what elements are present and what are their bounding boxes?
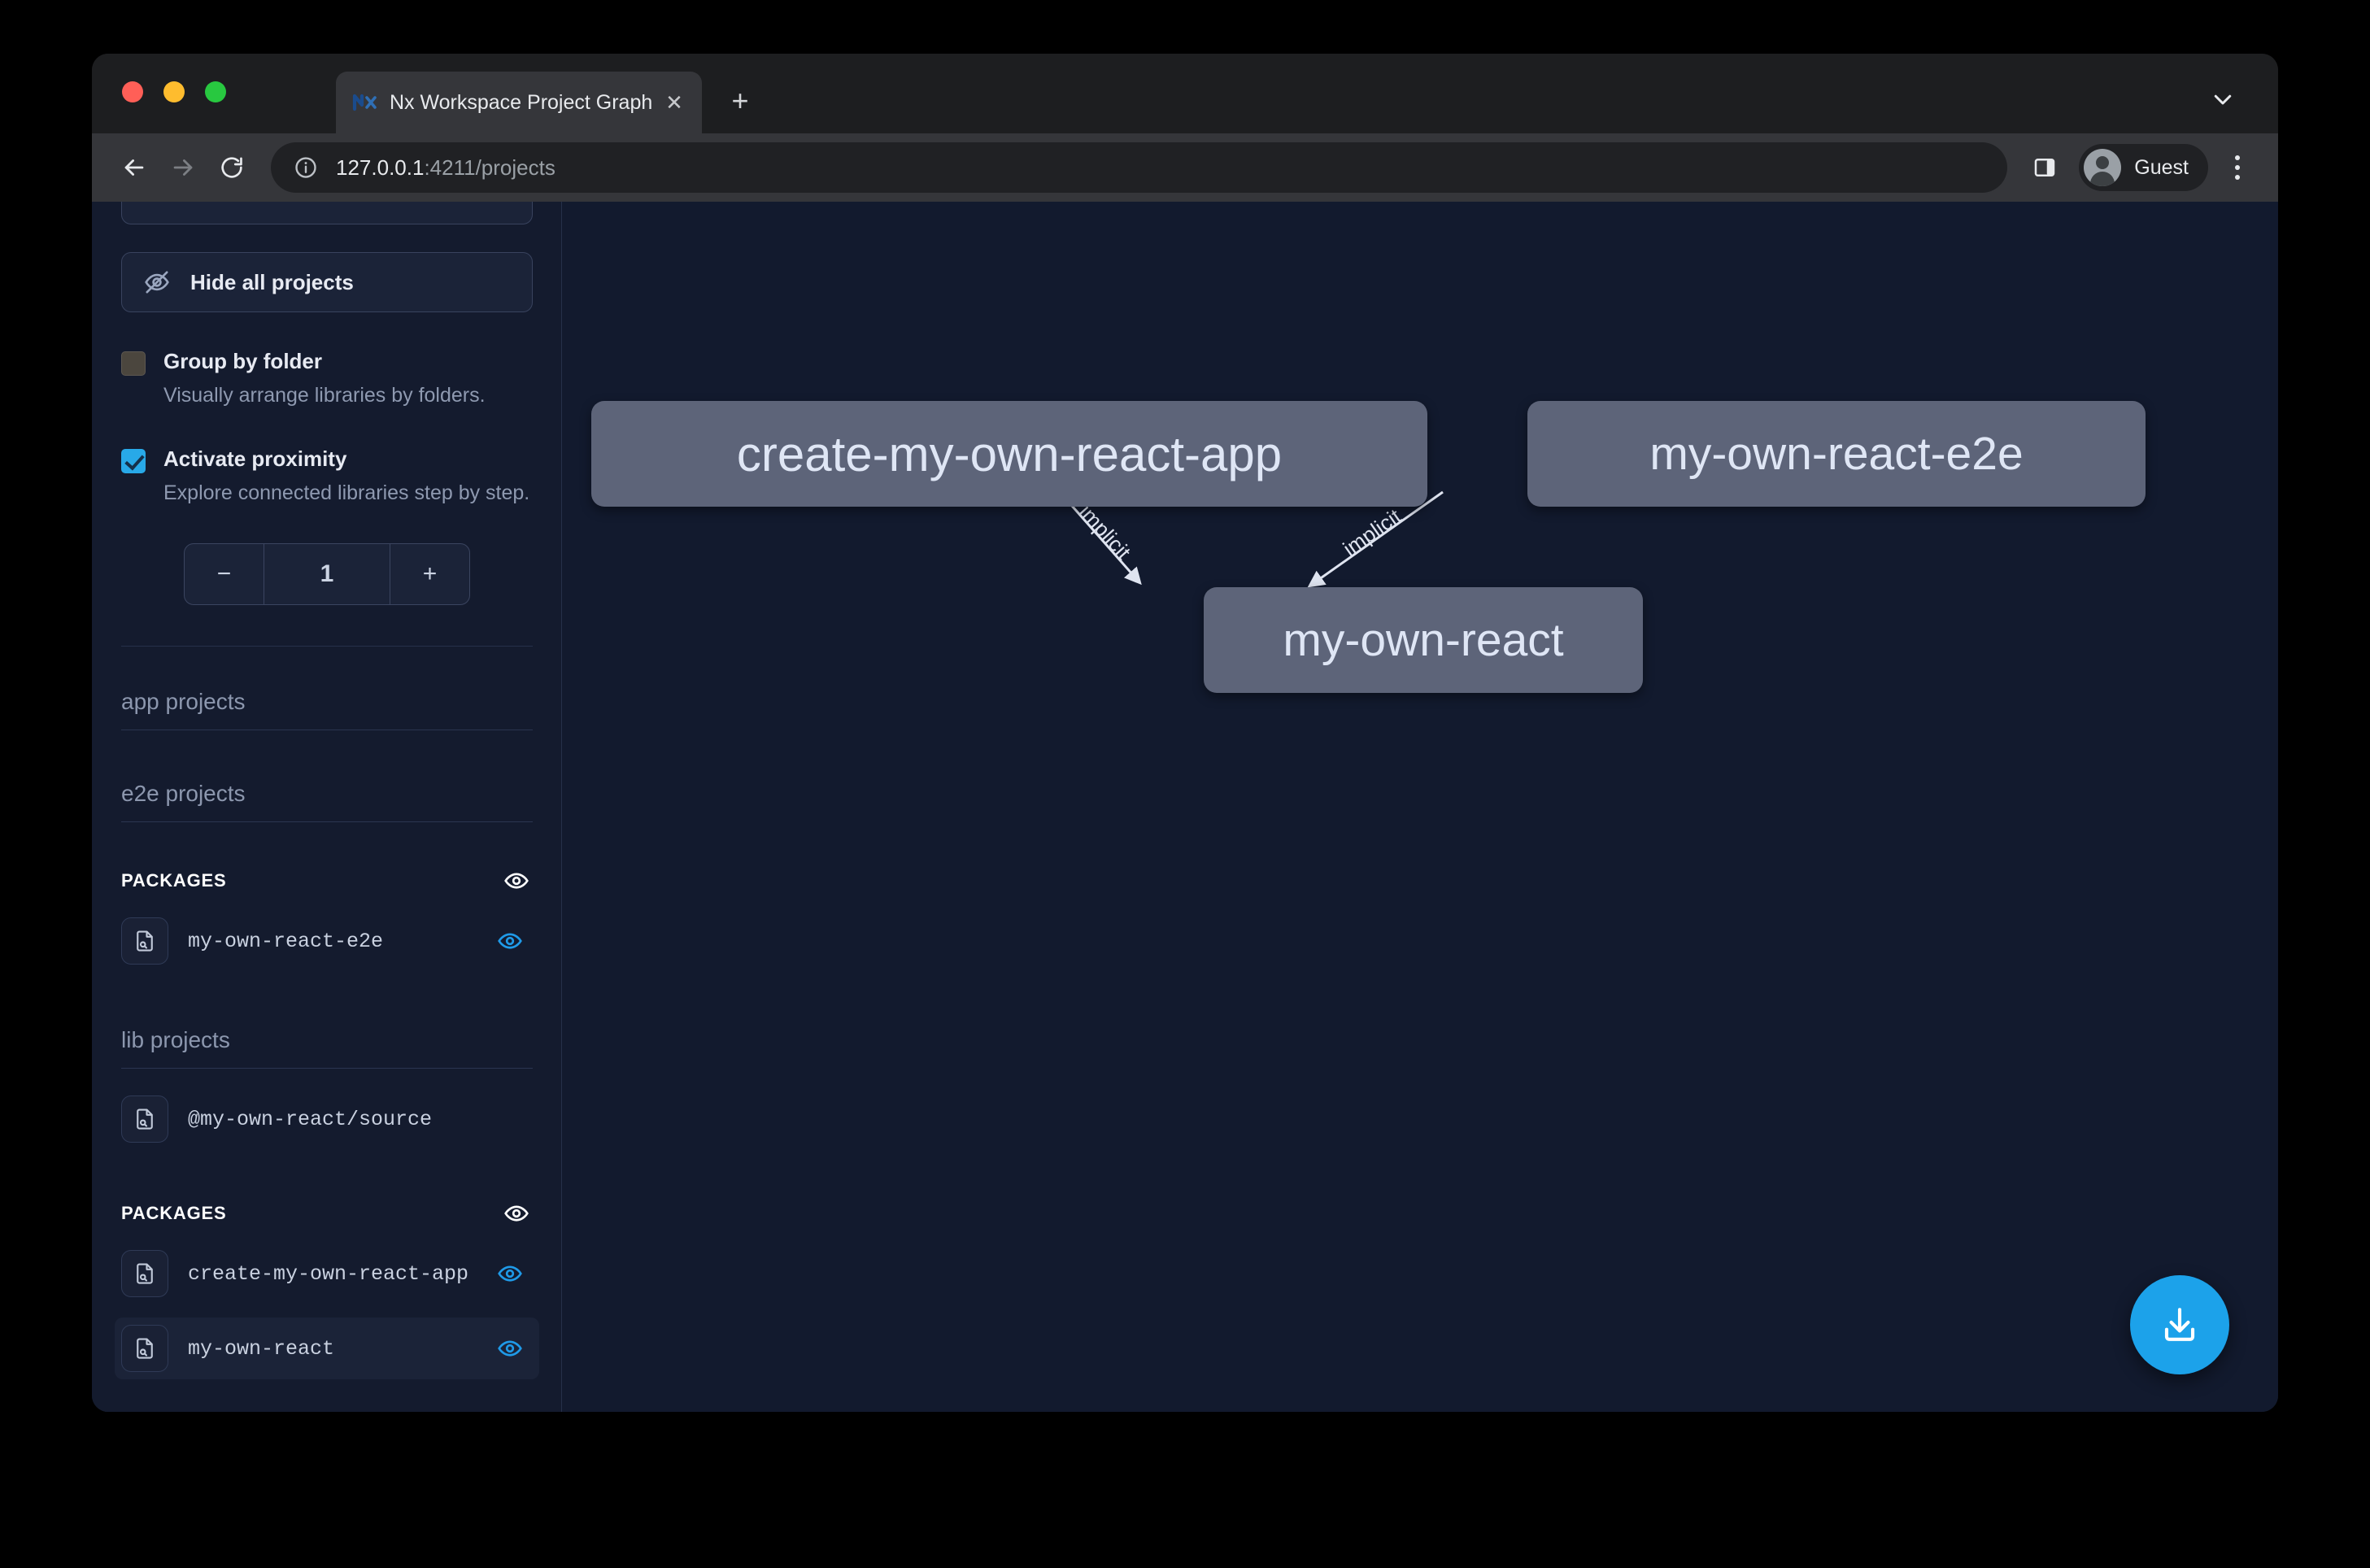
project-file-icon: [121, 1325, 168, 1372]
project-name: @my-own-react/source: [188, 1107, 433, 1131]
project-name: my-own-react: [188, 1336, 335, 1361]
hide-all-projects-label: Hide all projects: [190, 269, 354, 294]
tab-title: Nx Workspace Project Graph: [390, 90, 653, 114]
graph-edge: [1307, 490, 1444, 588]
graph-edge-label: implicit: [1074, 499, 1136, 564]
graph-edge-label: implicit: [1339, 503, 1406, 561]
profile-name: Guest: [2134, 155, 2189, 179]
group-by-folder-checkbox[interactable]: [121, 351, 146, 376]
stepper-decrement-button[interactable]: −: [185, 544, 264, 604]
toggle-project-visibility-icon[interactable]: [494, 1332, 526, 1365]
graph-node-label: my-own-react-e2e: [1649, 428, 2024, 480]
group-header-app-projects: app projects: [121, 689, 533, 730]
page-content: Hide all projects Group by folder Visual…: [92, 202, 2278, 1412]
address-bar[interactable]: 127.0.0.1:4211/projects: [271, 142, 2008, 193]
graph-node-label: my-own-react: [1283, 614, 1564, 666]
activate-proximity-description: Explore connected libraries step by step…: [163, 481, 530, 504]
close-tab-button[interactable]: ✕: [665, 89, 683, 115]
group-by-folder-description: Visually arrange libraries by folders.: [163, 383, 486, 407]
side-panel-icon[interactable]: [2027, 150, 2063, 185]
project-name: create-my-own-react-app: [188, 1261, 469, 1286]
tab-strip: Nx Workspace Project Graph ✕ +: [92, 54, 2278, 133]
traffic-lights: [122, 81, 226, 102]
graph-edge: [1058, 491, 1142, 586]
three-dot-menu-icon[interactable]: [2221, 146, 2254, 189]
nx-logo-icon: [352, 89, 378, 115]
close-window-button[interactable]: [122, 81, 143, 102]
group-by-folder-label: Group by folder: [163, 349, 322, 373]
project-file-icon: [121, 917, 168, 965]
graph-edges: implicit implicit: [1058, 490, 1444, 588]
project-row[interactable]: create-my-own-react-app: [115, 1243, 539, 1304]
graph-node-create-my-own-react-app[interactable]: create-my-own-react-app: [591, 401, 1427, 507]
project-file-icon: [121, 1250, 168, 1297]
sidebar-divider: [121, 646, 533, 647]
download-icon[interactable]: [2130, 1275, 2229, 1374]
minimize-window-button[interactable]: [163, 81, 185, 102]
option-activate-proximity[interactable]: Activate proximity Explore connected lib…: [121, 446, 533, 507]
browser-window: Nx Workspace Project Graph ✕ +: [92, 54, 2278, 1412]
profile-button[interactable]: Guest: [2079, 144, 2208, 191]
maximize-window-button[interactable]: [205, 81, 226, 102]
forward-arrow-icon[interactable]: [159, 143, 207, 192]
toggle-packages-visibility-icon[interactable]: [500, 865, 533, 897]
hide-all-projects-button[interactable]: Hide all projects: [121, 252, 533, 312]
back-arrow-icon[interactable]: [110, 143, 159, 192]
new-tab-button[interactable]: +: [731, 84, 749, 117]
browser-toolbar: 127.0.0.1:4211/projects Guest: [92, 133, 2278, 202]
project-name: my-own-react-e2e: [188, 929, 384, 953]
show-all-projects-button-clipped[interactable]: [121, 202, 533, 224]
stepper-increment-button[interactable]: +: [390, 544, 469, 604]
activate-proximity-label: Activate proximity: [163, 446, 347, 471]
stepper-value: 1: [320, 560, 334, 587]
graph-node-my-own-react-e2e[interactable]: my-own-react-e2e: [1527, 401, 2146, 507]
packages-header-e2e: PACKAGES: [121, 865, 533, 897]
activate-proximity-checkbox[interactable]: [121, 449, 146, 473]
sidebar: Hide all projects Group by folder Visual…: [92, 202, 562, 1412]
packages-header-lib: PACKAGES: [121, 1197, 533, 1230]
packages-label: PACKAGES: [121, 1203, 227, 1223]
option-group-by-folder[interactable]: Group by folder Visually arrange librari…: [121, 348, 533, 410]
toggle-packages-visibility-icon[interactable]: [500, 1197, 533, 1230]
toggle-project-visibility-icon[interactable]: [494, 1257, 526, 1290]
project-row[interactable]: my-own-react: [115, 1318, 539, 1379]
reload-icon[interactable]: [207, 143, 256, 192]
proximity-stepper: − 1 +: [184, 543, 470, 605]
group-header-lib-projects: lib projects: [121, 1027, 533, 1069]
graph-node-my-own-react[interactable]: my-own-react: [1204, 587, 1643, 693]
url-path: :4211/projects: [424, 155, 555, 180]
group-header-e2e-projects: e2e projects: [121, 781, 533, 822]
project-file-icon: [121, 1095, 168, 1143]
url-host: 127.0.0.1: [336, 155, 425, 180]
graph-node-label: create-my-own-react-app: [736, 426, 1283, 481]
project-row[interactable]: my-own-react-e2e: [115, 910, 539, 972]
avatar: [2084, 149, 2122, 186]
eye-slash-icon: [142, 267, 172, 298]
chevron-down-icon[interactable]: [2207, 83, 2239, 115]
url-text: 127.0.0.1:4211/projects: [336, 155, 555, 181]
packages-label: PACKAGES: [121, 870, 227, 891]
browser-tab[interactable]: Nx Workspace Project Graph ✕: [336, 72, 702, 133]
toggle-project-visibility-icon[interactable]: [494, 925, 526, 957]
project-row[interactable]: @my-own-react/source: [115, 1088, 539, 1150]
project-graph-canvas[interactable]: implicit implicit create-my-own-react-ap…: [562, 202, 2278, 1412]
info-circle-icon[interactable]: [292, 154, 320, 181]
